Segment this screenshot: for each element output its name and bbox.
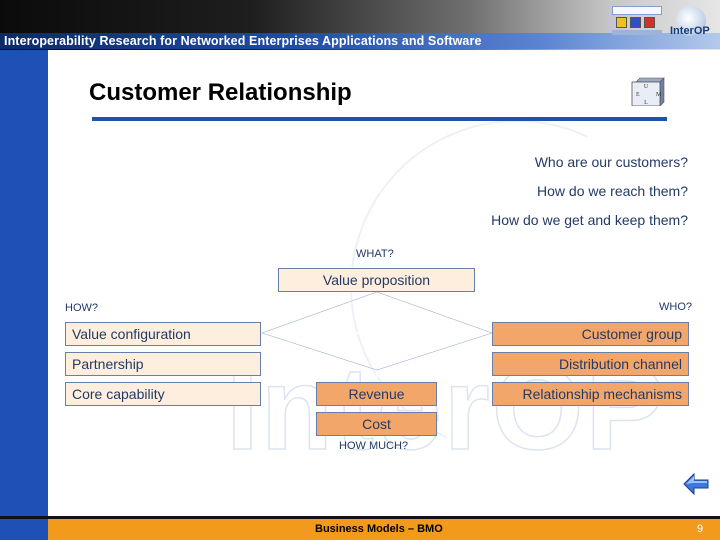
distribution-channel-box: Distribution channel xyxy=(492,352,689,376)
header-band xyxy=(0,33,720,49)
title-rule xyxy=(92,117,667,121)
interop-logo: InterOP xyxy=(668,6,712,42)
relationship-mechanisms-box: Relationship mechanisms xyxy=(492,382,689,406)
question-reach: How do we reach them? xyxy=(537,183,688,199)
cube-icon: U E M L xyxy=(631,77,665,106)
customer-group-box: Customer group xyxy=(492,322,689,346)
question-keep: How do we get and keep them? xyxy=(491,212,688,228)
left-accent-strip xyxy=(0,50,48,516)
cost-box: Cost xyxy=(316,412,437,436)
question-customers: Who are our customers? xyxy=(534,154,688,170)
value-configuration-box: Value configuration xyxy=(65,322,261,346)
footer-left-block xyxy=(0,519,48,540)
page-number: 9 xyxy=(697,523,704,535)
value-proposition-box: Value proposition xyxy=(278,268,475,292)
what-label: WHAT? xyxy=(356,248,394,260)
interop-logo-text: InterOP xyxy=(670,25,710,37)
svg-text:U: U xyxy=(644,84,649,90)
core-capability-box: Core capability xyxy=(65,382,261,406)
header-title: Interoperability Research for Networked … xyxy=(4,34,482,48)
slide-title: Customer Relationship xyxy=(89,79,352,106)
svg-text:L: L xyxy=(644,100,648,106)
partnership-box: Partnership xyxy=(65,352,261,376)
footer-title: Business Models – BMO xyxy=(315,523,443,535)
svg-text:E: E xyxy=(636,92,640,98)
revenue-box: Revenue xyxy=(316,382,437,406)
who-label: WHO? xyxy=(659,301,692,313)
back-arrow-icon[interactable] xyxy=(682,471,710,497)
how-label: HOW? xyxy=(65,302,98,314)
partner-logos xyxy=(612,6,662,38)
footer-bar: Business Models – BMO 9 xyxy=(0,516,720,540)
how-much-label: HOW MUCH? xyxy=(339,440,409,452)
svg-text:M: M xyxy=(656,92,662,98)
